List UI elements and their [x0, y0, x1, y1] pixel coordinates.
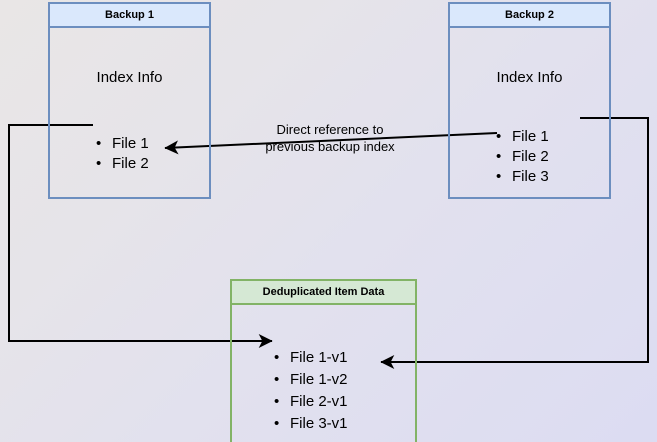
list-item: File 2 — [496, 147, 549, 167]
list-item: File 1-v1 — [274, 347, 348, 369]
backup2-file-list: File 1 File 2 File 3 — [496, 127, 549, 187]
deduplicated-item-data-node[interactable]: Deduplicated Item Data File 1-v1 File 1-… — [230, 279, 417, 442]
list-item: File 2 — [96, 154, 149, 174]
list-item: File 3 — [496, 167, 549, 187]
list-item: File 1 — [496, 127, 549, 147]
dedup-body: File 1-v1 File 1-v2 File 2-v1 File 3-v1 — [232, 305, 415, 442]
backup1-file-list: File 1 File 2 — [96, 134, 149, 174]
backup2-node[interactable]: Backup 2 Index Info File 1 File 2 File 3 — [448, 2, 611, 199]
backup2-index-info-label: Index Info — [496, 69, 563, 86]
dedup-item-list: File 1-v1 File 1-v2 File 2-v1 File 3-v1 — [274, 347, 348, 435]
direct-reference-label-line2: previous backup index — [265, 139, 395, 154]
dedup-header: Deduplicated Item Data — [232, 281, 415, 305]
list-item: File 2-v1 — [274, 391, 348, 413]
backup1-header: Backup 1 — [50, 4, 209, 28]
backup2-header: Backup 2 — [450, 4, 609, 28]
list-item: File 3-v1 — [274, 413, 348, 435]
backup1-node[interactable]: Backup 1 Index Info File 1 File 2 — [48, 2, 211, 199]
direct-reference-label: Direct reference to previous backup inde… — [240, 121, 420, 155]
direct-reference-label-line1: Direct reference to — [276, 122, 384, 137]
list-item: File 1-v2 — [274, 369, 348, 391]
backup2-body: Index Info File 1 File 2 File 3 — [450, 28, 609, 202]
backup1-index-info-label: Index Info — [96, 69, 163, 86]
backup1-body: Index Info File 1 File 2 — [50, 28, 209, 202]
list-item: File 1 — [96, 134, 149, 154]
